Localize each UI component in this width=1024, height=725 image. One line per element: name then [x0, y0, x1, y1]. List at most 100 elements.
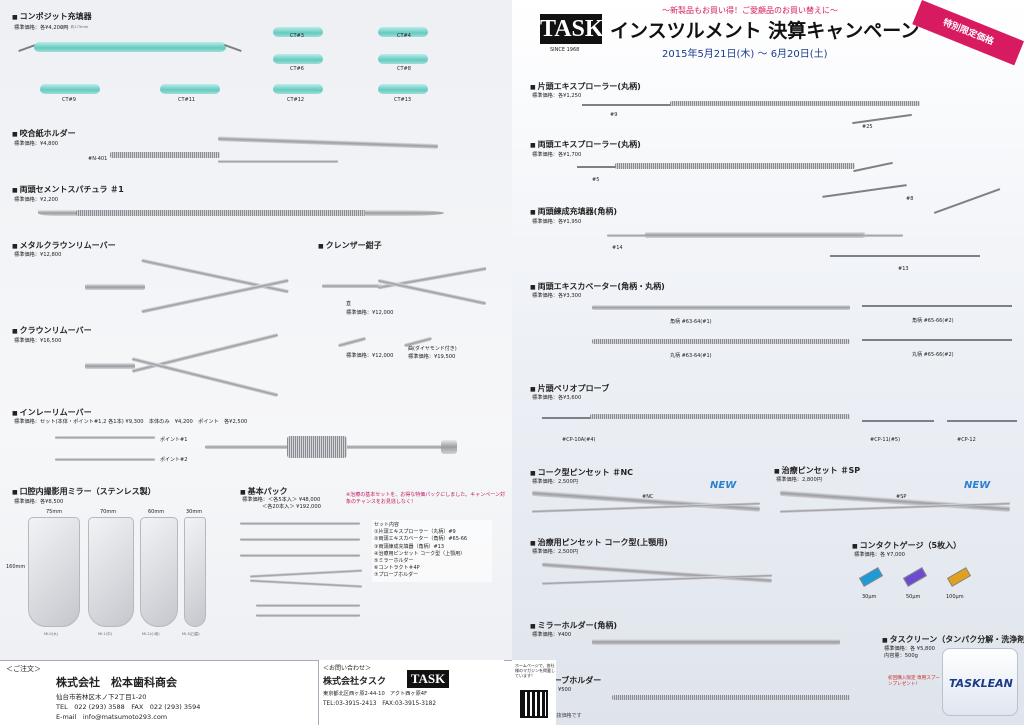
dealer-email[interactable]: E-mail info@matsumoto293.com [56, 713, 168, 721]
mirror-price: 標準価格：各¥8,500 [14, 499, 64, 505]
mirror-width: 30mm [186, 509, 203, 515]
set-item: ③両頭練成充填器（角柄）#13 [374, 543, 445, 550]
clencher-price-a: 標準価格：¥12,000 [346, 310, 394, 316]
cement-instrument [38, 206, 448, 220]
gauge-100-swatch [946, 567, 972, 587]
crown-price: 標準価格：¥16,500 [14, 338, 62, 344]
explorer-single-price: 標準価格：各¥1,250 [532, 93, 582, 99]
right-page: 〜新製品もお買い得！ご愛顧品のお買い替えに〜 TASK SINCE 1968 イ… [512, 0, 1024, 725]
mirror-holder-instrument [592, 636, 842, 648]
ct-label: CT#13 [394, 97, 412, 103]
tweezers-nc-heading: コーク型ピンセット ＃NC [530, 467, 633, 478]
filler-code: #14 [612, 245, 623, 251]
excavator-square [592, 300, 852, 314]
excavator-label: 丸柄 #63-64(#1) [670, 353, 712, 359]
qr-code-icon[interactable] [520, 690, 548, 718]
qr-area: ホームページで、各社様のマガジンを掲載しています！ [512, 660, 556, 725]
crown-instrument [85, 332, 295, 398]
tweezers-mark: #NC [642, 494, 654, 500]
explorer-single-heading: 片頭エキスプローラー(丸柄) [530, 81, 641, 92]
occlusal-code: #N-401 [88, 156, 108, 162]
set-item: ①片頭エキスプローラー（丸柄）#9 [374, 529, 456, 536]
gauge-30-swatch [858, 567, 884, 587]
ct-label: CT#3 [290, 33, 304, 39]
clencher-heading: クレンザー鉗子 [318, 240, 382, 251]
tweezers-cork-heading: 治療用ピンセット コーク型(上顎用) [530, 537, 668, 548]
clean-volume: 内容量：500g [884, 653, 918, 659]
task-logo: TASK [540, 14, 604, 44]
cement-heading: 両頭セメントスパチュラ ＃1 [12, 184, 124, 195]
gauge-size: 30μm [862, 594, 877, 600]
excavator-label: 角柄 #63-64(#1) [670, 319, 712, 325]
tweezers-sp-price: 標準価格：2,800円 [776, 477, 822, 483]
clean-heading: タスクリーン（タンパク分解・洗浄剤） [882, 634, 1024, 645]
excavator-label: 角柄 #65-66(#2) [912, 318, 954, 324]
gauge-50-swatch [902, 567, 928, 587]
perio-price: 標準価格：各¥3,600 [532, 395, 582, 401]
dealer-address: 仙台市若林区木ノ下2丁目1-20 [56, 693, 147, 701]
set-item: ②両頭エキスカベーター（角柄）#65-66 [374, 536, 468, 543]
inlay-instrument [205, 432, 465, 462]
metal-crown-instrument [85, 258, 295, 317]
filler-code: #13 [898, 266, 909, 272]
tweezers-cork-price: 標準価格：2,500円 [532, 549, 578, 555]
mirror-width: 70mm [100, 509, 117, 515]
ct-label: CT#11 [178, 97, 196, 103]
basic-pack-set: セット内容 ①片頭エキスプローラー（丸柄）#9 ②両頭エキスカベーター（角柄）#… [372, 520, 492, 582]
probe-holder-instrument [612, 692, 852, 704]
clencher-sub-c: 曲(ダイヤモンド付き) [408, 346, 457, 352]
tweezers-sp-heading: 治療ピンセット ＃SP [774, 465, 860, 476]
mirror-mi0 [28, 517, 80, 627]
tweezers-mark: #SP [896, 494, 907, 500]
new-badge: NEW [964, 480, 991, 491]
explorer-single-instrument [582, 96, 922, 110]
explorer-double-heading: 両頭エキスプローラー(丸柄) [530, 139, 641, 150]
metal-crown-price: 標準価格：¥12,800 [14, 252, 62, 258]
tweezers-nc-instrument: #NC [532, 488, 762, 518]
occlusal-heading: 咬合紙ホルダー [12, 128, 76, 139]
contact-box: ＜お問い合わせ＞ 株式会社タスク TASK 東京都北区西ヶ原2-44-10 アク… [318, 660, 504, 725]
gauge-price: 標準価格：各 ¥7,000 [854, 552, 905, 558]
inlay-heading: インレーリムーバー [12, 407, 92, 418]
ct-label: CT#4 [397, 33, 411, 39]
mirror-mi3 [184, 517, 206, 627]
excavator-price: 標準価格：各¥3,300 [532, 293, 582, 299]
set-item: ⑦プローブホルダー [374, 572, 419, 579]
filler-instrument [607, 228, 907, 244]
cement-price: 標準価格：¥2,200 [14, 197, 59, 203]
explorer-code: #9 [610, 112, 618, 118]
composite-spec: 全長：約175mm [60, 25, 89, 29]
set-item: ⑤ミラーホルダー [374, 558, 414, 565]
tweezers-nc-price: 標準価格：2,500円 [532, 479, 578, 485]
mirror-width: 75mm [46, 509, 63, 515]
mirror-width: 60mm [148, 509, 165, 515]
composite-instrument [18, 38, 243, 58]
perio-code: #CP-10A(#4) [562, 437, 596, 443]
inlay-price: 標準価格：セット(本体・ポイント#1,2 各1本) ¥9,300 本体のみ ¥4… [14, 419, 248, 425]
contact-logo: TASK [407, 670, 449, 688]
mirror-heading: 口腔内撮影用ミラー（ステンレス製） [12, 486, 156, 497]
campaign-dates: 2015年5月21日(木) 〜 6月20日(土) [662, 49, 828, 60]
explorer-code: #5 [592, 177, 600, 183]
mirror-size: Mi-1(中) [98, 632, 113, 636]
mirror-mi2 [140, 517, 178, 627]
dealer-name: 株式会社 松本歯科商会 [56, 676, 177, 689]
ct-label: CT#6 [290, 66, 304, 72]
mirror-size: Mi-2(小用) [142, 632, 160, 636]
mirror-mi1 [88, 517, 134, 627]
set-item: ④治療用ピンセット コーク型（上顎用） [374, 550, 466, 557]
composite-price: 標準価格：各¥4,200円 [14, 25, 69, 31]
special-price-banner: 特別限定価格 [912, 0, 1024, 66]
clencher-sub-a: 直 [346, 301, 352, 307]
inlay-point1: ポイント#1 [160, 437, 188, 443]
mirror-holder-heading: ミラーホルダー(角柄) [530, 620, 617, 631]
new-badge: NEW [710, 480, 737, 491]
basic-pack-price2: ＜各20本入＞ ¥192,000 [262, 504, 321, 510]
mirror-holder-price: 標準価格：¥400 [532, 632, 572, 638]
occlusal-instrument [110, 136, 440, 170]
inlay-point2: ポイント#2 [160, 457, 188, 463]
clean-price: 標準価格：各 ¥5,800 [884, 646, 935, 652]
contact-label: ＜お問い合わせ＞ [323, 665, 372, 672]
clencher-price-b: 標準価格：¥12,000 [346, 353, 394, 359]
excavator-heading: 両頭エキスカベーター(角柄・丸柄) [530, 281, 665, 292]
